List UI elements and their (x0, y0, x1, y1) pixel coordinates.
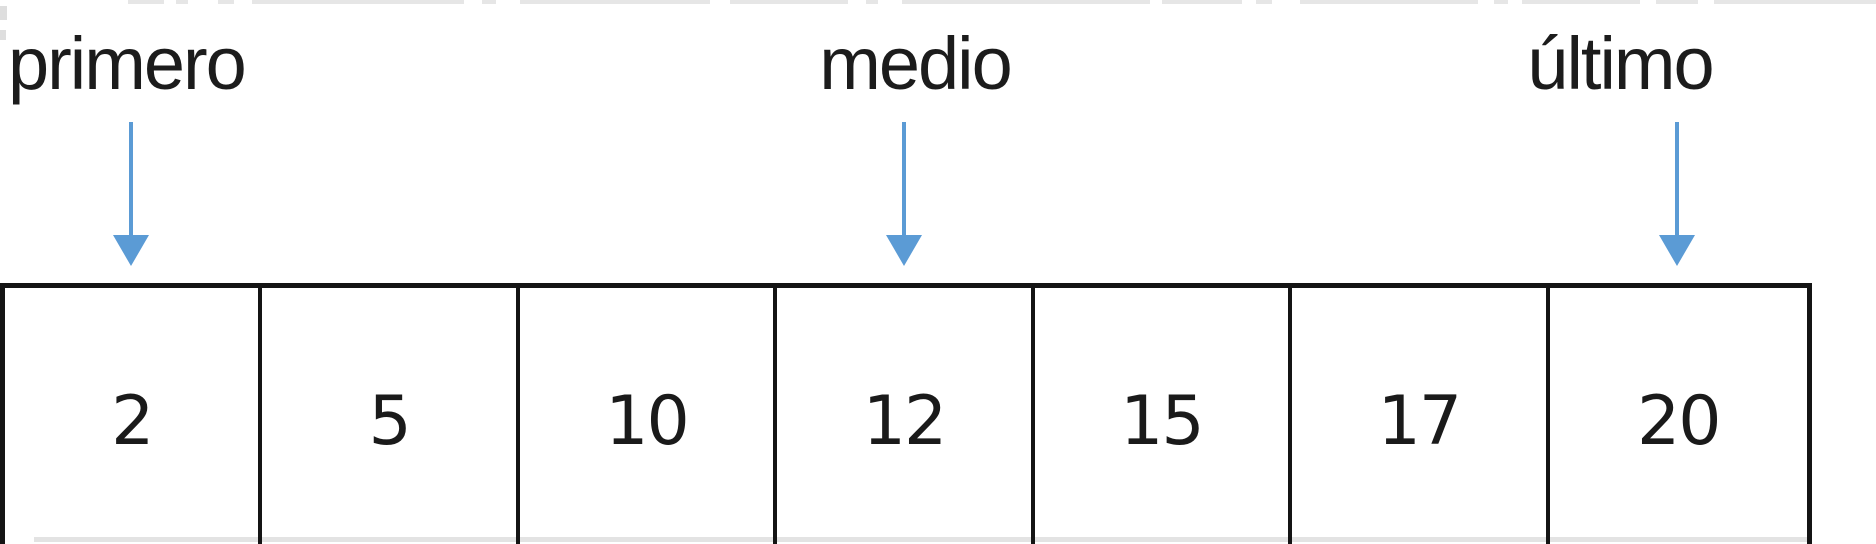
arrow-stem (1675, 122, 1679, 237)
arrow-head (113, 235, 149, 266)
array-cell-6: 20 (1550, 288, 1807, 544)
cropped-top-artifact (1494, 0, 1508, 4)
cropped-top-artifact (1714, 0, 1876, 4)
cropped-top-artifact (1522, 0, 1640, 4)
cropped-top-artifact (0, 30, 6, 40)
cropped-bottom-border-artifact (34, 537, 1808, 542)
cropped-top-artifact (520, 0, 710, 4)
array-cell-3: 12 (777, 288, 1035, 544)
cropped-top-artifact (128, 0, 164, 4)
cropped-top-artifact (866, 0, 878, 4)
arrow-stem (902, 122, 906, 237)
array-cell-value: 10 (605, 381, 690, 461)
array-cell-value: 5 (368, 381, 412, 461)
cropped-top-artifact (1656, 0, 1698, 4)
pointer-label-medio: medio (819, 22, 1013, 105)
pointer-label-ultimo: último (1527, 22, 1714, 105)
arrow-stem (129, 122, 133, 237)
array-cell-0: 2 (5, 288, 263, 544)
cropped-top-artifact (730, 0, 848, 4)
cropped-top-artifact (1162, 0, 1242, 4)
array-cell-value: 17 (1377, 381, 1463, 461)
array-diagram: 2 5 10 12 15 17 20 (0, 283, 1812, 544)
array-cell-4: 15 (1035, 288, 1293, 544)
cropped-top-artifact (0, 6, 7, 20)
cropped-top-artifact (176, 0, 188, 4)
cropped-top-artifact (1300, 0, 1478, 4)
array-cell-1: 5 (262, 288, 520, 544)
cropped-top-artifact (218, 0, 234, 4)
array-cell-5: 17 (1292, 288, 1550, 544)
array-cell-value: 12 (862, 381, 948, 461)
cropped-top-artifact (902, 0, 1150, 4)
cropped-top-artifact (1256, 0, 1272, 4)
arrow-head (886, 235, 922, 266)
cropped-top-artifact (252, 0, 464, 4)
array-cell-value: 20 (1637, 381, 1722, 461)
array-cell-2: 10 (520, 288, 778, 544)
cropped-top-artifact (482, 0, 496, 4)
pointer-label-primero: primero (8, 22, 247, 105)
array-cell-value: 2 (111, 381, 154, 461)
array-cell-value: 15 (1120, 381, 1205, 461)
arrow-head (1659, 235, 1695, 266)
